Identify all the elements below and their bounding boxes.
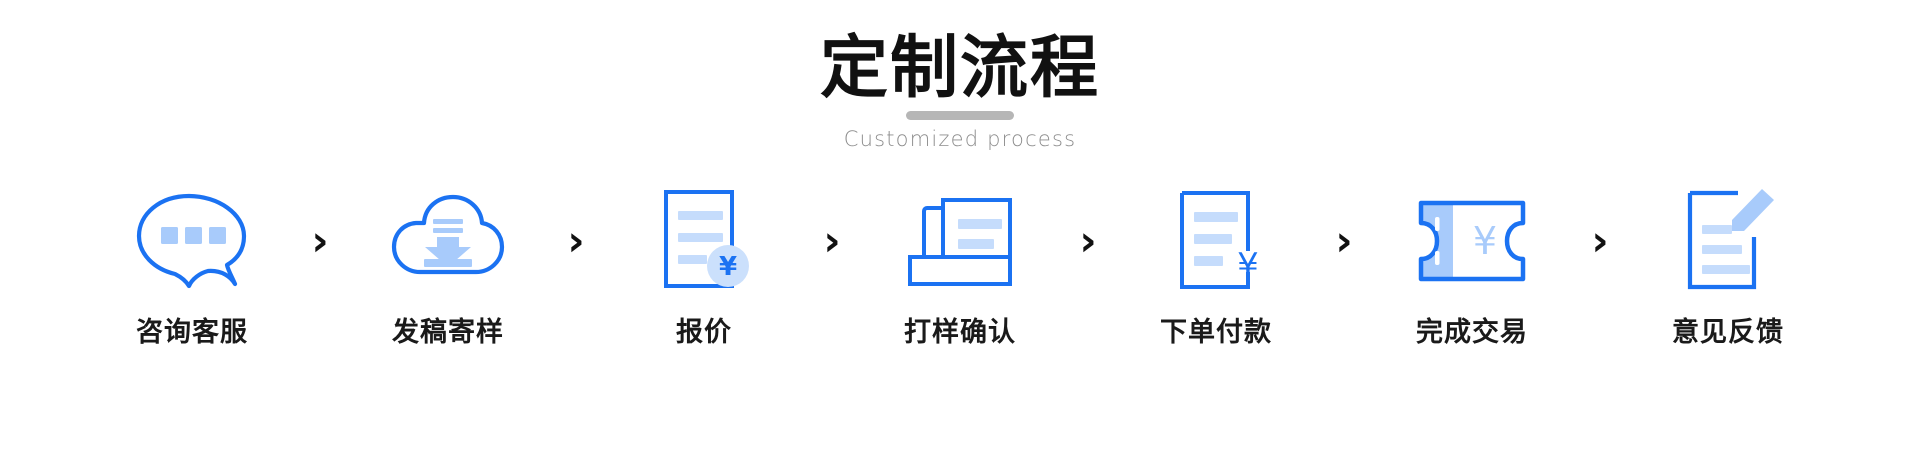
step-separator-4: ›: [1079, 216, 1097, 265]
svg-text:¥: ¥: [719, 252, 737, 282]
step-item-2[interactable]: 发稿寄样: [357, 186, 539, 349]
document-yen-badge-icon: ¥: [639, 186, 769, 296]
step-item-7[interactable]: 意见反馈: [1637, 186, 1819, 349]
step-separator-5: ›: [1335, 216, 1353, 265]
document-yen-icon: ¥: [1151, 186, 1281, 296]
banner-header: 定制流程 Customized process: [0, 0, 1920, 151]
step-label-2: 发稿寄样: [392, 317, 504, 347]
ticket-yen-icon: ¥: [1407, 186, 1537, 296]
step-label-4: 打样确认: [904, 317, 1016, 347]
step-label-3: 报价: [676, 317, 732, 347]
step-item-5[interactable]: ¥ 下单付款: [1125, 186, 1307, 349]
document-pen-icon: [1663, 186, 1793, 296]
step-label-7: 意见反馈: [1672, 317, 1784, 347]
page-subtitle: Customized process: [843, 127, 1077, 151]
page-title: 定制流程: [819, 30, 1100, 106]
step-label-6: 完成交易: [1416, 317, 1528, 347]
chat-bubble-icon: [127, 186, 257, 296]
title-underline-bar: [906, 111, 1014, 120]
step-separator-1: ›: [311, 216, 329, 265]
svg-text:¥: ¥: [1237, 246, 1259, 286]
svg-text:¥: ¥: [1473, 219, 1497, 263]
step-separator-3: ›: [823, 216, 841, 265]
step-separator-6: ›: [1591, 216, 1609, 265]
step-label-1: 咨询客服: [136, 317, 248, 347]
cloud-download-icon: [383, 186, 513, 296]
step-item-6[interactable]: ¥ 完成交易: [1381, 186, 1563, 349]
step-item-1[interactable]: 咨询客服: [101, 186, 283, 349]
printer-proof-icon: [895, 186, 1025, 296]
step-separator-2: ›: [567, 216, 585, 265]
process-steps: 咨询客服 › 发稿寄样 ›: [0, 186, 1920, 349]
step-item-3[interactable]: ¥ 报价: [613, 186, 795, 349]
step-item-4[interactable]: 打样确认: [869, 186, 1051, 349]
step-label-5: 下单付款: [1160, 317, 1272, 347]
